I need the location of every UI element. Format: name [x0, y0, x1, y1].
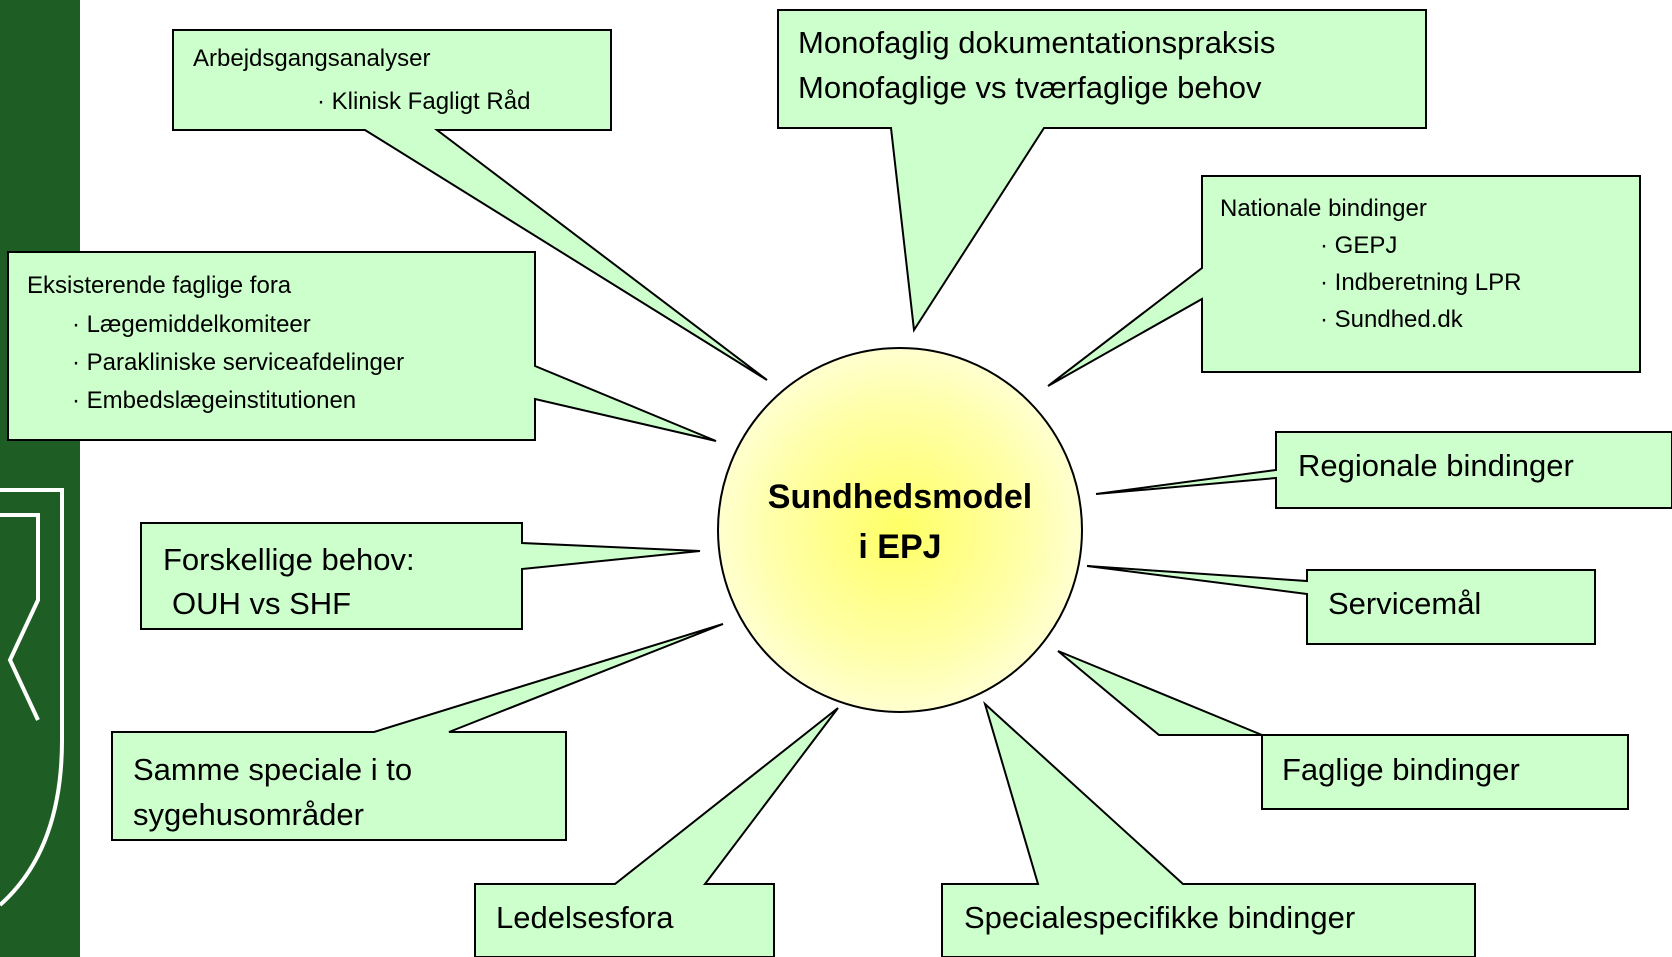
callout-shape	[941, 700, 1476, 957]
callout-text: Monofaglige vs tværfaglige behov	[798, 70, 1262, 105]
callout-text: sygehusområder	[133, 797, 364, 832]
callout-text: Arbejdsgangsanalyser	[193, 45, 430, 72]
callout-text: Nationale bindinger	[1220, 195, 1427, 222]
sidebar-emblem	[0, 0, 80, 957]
callout-regionale: Regionale bindinger	[1095, 431, 1672, 509]
callout-text: · GEPJ	[1320, 232, 1397, 259]
callout-shape	[777, 9, 1427, 333]
callout-eksisterende: Eksisterende faglige fora · Lægemiddelkom…	[7, 251, 717, 442]
callout-servicemaal: Servicemål	[1086, 565, 1596, 645]
callout-text: Regionale bindinger	[1298, 448, 1574, 483]
callout-text: OUH vs SHF	[172, 586, 351, 621]
callout-text: Faglige bindinger	[1282, 752, 1520, 787]
callouts: Arbejdsgangsanalyser · Klinisk Fagligt Rå…	[7, 9, 1672, 957]
callout-text: Samme speciale i to	[133, 752, 412, 787]
callout-samme-speciale: Samme speciale i to sygehusområder	[111, 623, 724, 841]
callout-faglige: Faglige bindinger	[1057, 650, 1629, 810]
callout-text: Forskellige behov:	[163, 542, 415, 577]
callout-shape	[111, 623, 724, 841]
callout-nationale: Nationale bindinger · GEPJ · Indberetning …	[1047, 175, 1641, 387]
callout-text: · Indberetning LPR	[1320, 269, 1521, 296]
callout-text: · Lægemiddelkomiteer	[72, 311, 311, 338]
callout-ledelsesfora: Ledelsesfora	[474, 707, 839, 957]
callout-forskellige: Forskellige behov: OUH vs SHF	[140, 522, 701, 630]
callout-shape	[7, 251, 717, 442]
center-title-line1: Sundhedsmodel	[768, 478, 1032, 516]
callout-text: · Klinisk Fagligt Råd	[317, 88, 530, 115]
center-node: Sundhedsmodel i EPJ	[717, 347, 1083, 713]
callout-arbejdsgang: Arbejdsgangsanalyser · Klinisk Fagligt Rå…	[172, 29, 768, 381]
callout-shape	[1047, 175, 1641, 387]
callout-shape	[1057, 650, 1629, 810]
callout-monofaglig: Monofaglig dokumentationspraksisMonofagl…	[777, 9, 1427, 333]
callout-shape	[474, 707, 839, 957]
callout-text: · Sundhed.dk	[1320, 306, 1464, 333]
callout-shape	[140, 522, 701, 630]
callout-text: Servicemål	[1328, 586, 1481, 621]
callout-text: Specialespecifikke bindinger	[964, 900, 1355, 935]
callout-shape	[1095, 431, 1672, 509]
callout-shape	[1086, 565, 1596, 645]
callout-specialespecifikke: Specialespecifikke bindinger	[941, 700, 1476, 957]
center-title-line2: i EPJ	[858, 528, 941, 566]
callout-text: Monofaglig dokumentationspraksis	[798, 25, 1275, 60]
callout-text: · Parakliniske serviceafdelinger	[72, 349, 404, 376]
callout-text: · Embedslægeinstitutionen	[72, 387, 356, 414]
callout-text: Eksisterende faglige fora	[27, 272, 292, 299]
callout-text: Ledelsesfora	[496, 900, 674, 935]
callout-shape	[172, 29, 768, 381]
